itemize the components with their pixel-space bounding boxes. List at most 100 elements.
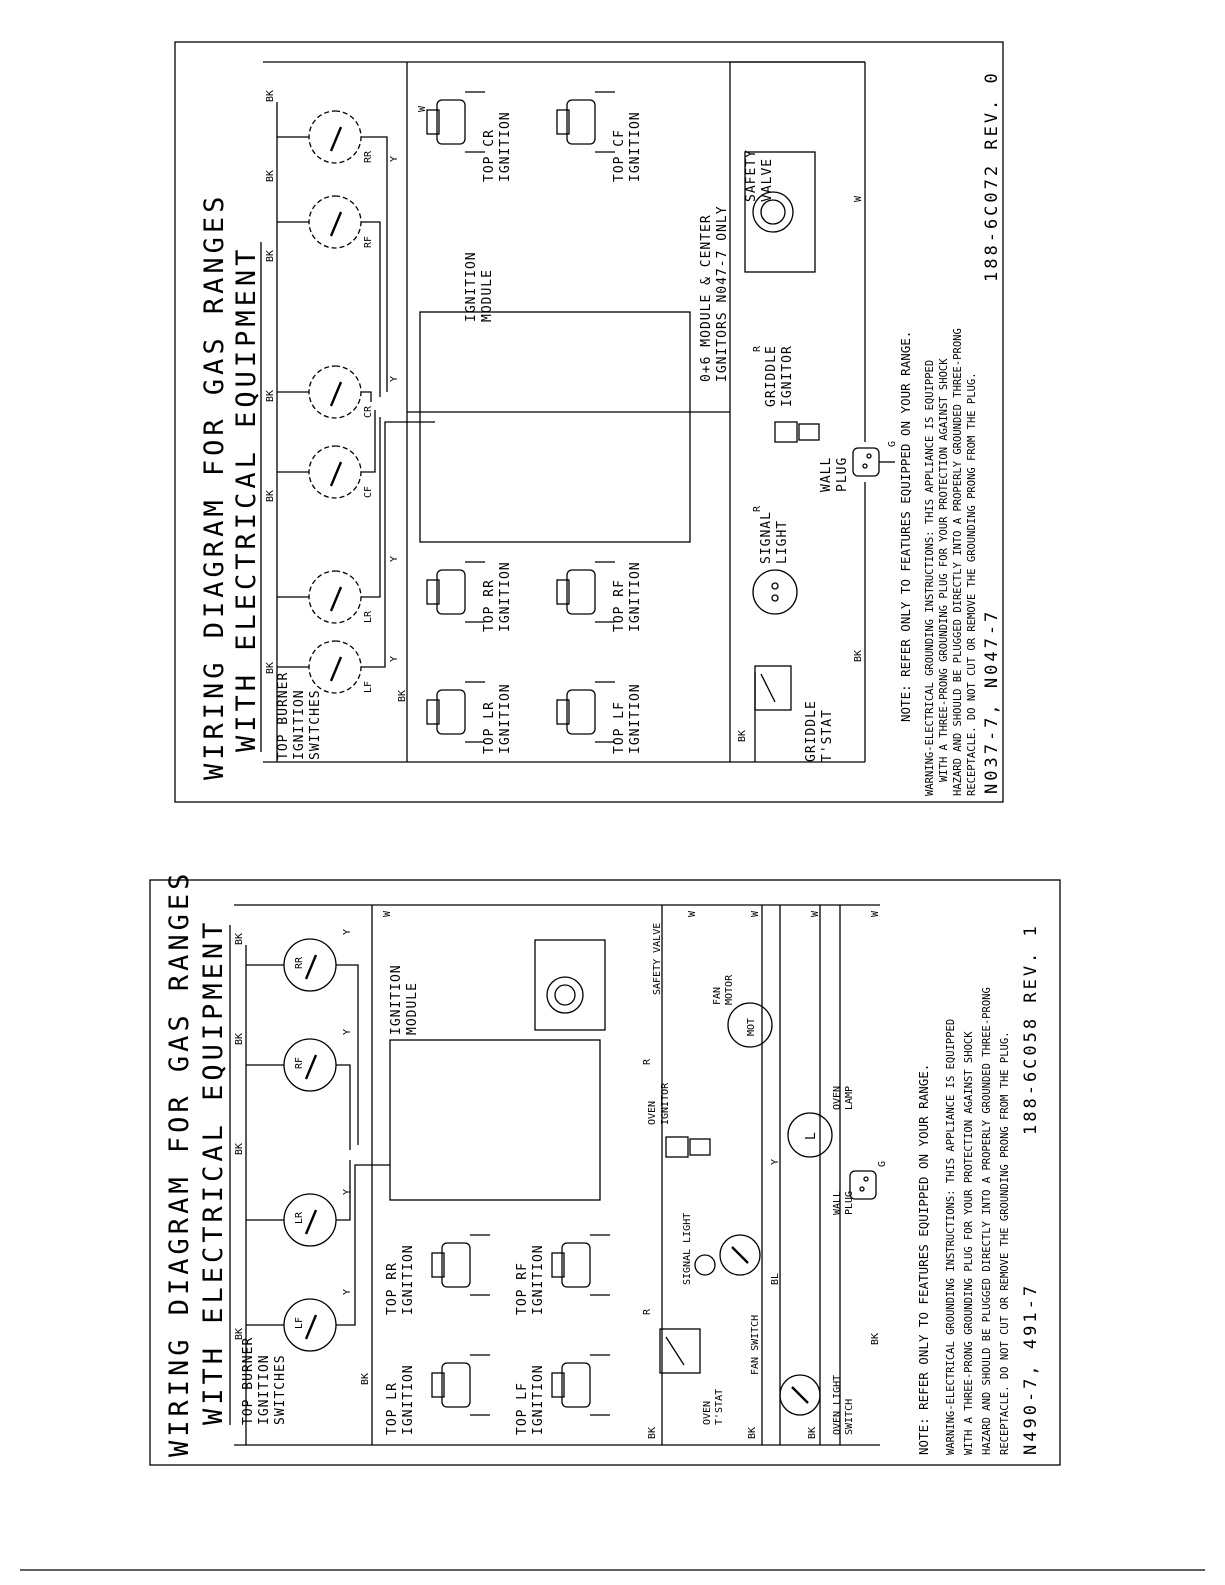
top-title-line1: WIRING DIAGRAM FOR GAS RANGES xyxy=(199,193,230,780)
bottom-ign-rr-name: TOP RR xyxy=(385,1262,400,1315)
bottom-part-code: 188-6C058 REV. 1 xyxy=(1021,923,1041,1135)
bottom-switches-label-2: IGNITION xyxy=(257,1354,272,1425)
top-ignition-electrodes xyxy=(426,91,615,743)
bottom-wire-w-4: W xyxy=(810,910,821,917)
top-wire-y-3: Y xyxy=(389,376,400,382)
top-wall-plug xyxy=(852,447,895,477)
top-ign-cr-sub: IGNITION xyxy=(498,111,513,182)
top-wire-bk-7: BK xyxy=(397,690,408,702)
bottom-oven-light-switch xyxy=(779,1374,821,1416)
bottom-wire-bk-8: BK xyxy=(807,1427,818,1439)
top-title-line2: WITH ELECTRICAL EQUIPMENT xyxy=(231,246,262,752)
bottom-oven-ignitor-label-1: OVEN xyxy=(647,1101,658,1125)
bottom-signal-light xyxy=(694,1254,716,1276)
bottom-oven-lamp-label-1: OVEN xyxy=(832,1086,843,1110)
top-wire-w-2: W xyxy=(853,195,864,202)
bottom-ign-rf-name: TOP RF xyxy=(515,1262,530,1315)
bottom-burner-switches: LF LR RF RR xyxy=(246,938,337,1352)
bottom-warning-line2: WITH A THREE-PRONG GROUNDING PLUG FOR YO… xyxy=(963,1031,975,1455)
bottom-wire-r-2: R xyxy=(642,1058,653,1065)
top-ign-lr-name: TOP LR xyxy=(482,701,497,754)
bottom-signal-light-label: SIGNAL LIGHT xyxy=(682,1213,693,1285)
svg-text:LR: LR xyxy=(363,610,374,623)
top-griddle-ignitor xyxy=(774,421,820,443)
bottom-ign-lr-sub: IGNITION xyxy=(401,1364,416,1435)
bottom-diagram-border xyxy=(149,879,1061,1466)
top-ign-lf-sub: IGNITION xyxy=(628,683,643,754)
svg-text:RF: RF xyxy=(363,236,374,248)
bottom-burner-rr: RR xyxy=(246,938,337,992)
top-switches-label-3: SWITCHES xyxy=(308,689,323,760)
top-burner-switches: LF LR CF CR xyxy=(277,110,374,694)
bottom-wire-bk-9: BK xyxy=(870,1333,881,1345)
bottom-ignition-module: IGNITION MODULE xyxy=(389,964,601,1201)
bottom-fan-motor: MOT xyxy=(727,1002,773,1048)
top-note: NOTE: REFER ONLY TO FEATURES EQUIPPED ON… xyxy=(898,331,913,722)
top-signal-light-label-1: SIGNAL xyxy=(759,511,774,564)
top-wall-plug-label-1: WALL xyxy=(819,457,834,492)
svg-text:RR: RR xyxy=(294,956,305,969)
top-part-code: 188-6C072 REV. 0 xyxy=(982,70,1002,282)
bottom-wire-bk-6: BK xyxy=(647,1427,658,1439)
bottom-wire-w-2: W xyxy=(687,910,698,917)
bottom-wire-bk-5: BK xyxy=(360,1373,371,1385)
top-ign-lf-name: TOP LF xyxy=(612,701,627,754)
bottom-switches-label-1: TOP BURNER xyxy=(241,1337,256,1425)
top-wire-bk-5: BK xyxy=(265,170,276,182)
top-wire-y-2: Y xyxy=(389,556,400,562)
top-wire-r-1: R xyxy=(752,505,763,512)
bottom-fan-switch xyxy=(719,1234,761,1276)
bottom-wire-bk-3: BK xyxy=(234,1033,245,1045)
svg-text:RR: RR xyxy=(363,150,374,163)
bottom-wire-y-1: Y xyxy=(342,1289,353,1295)
top-wire-bk-1: BK xyxy=(265,662,276,674)
bottom-lamp-symbol: L xyxy=(804,1131,819,1140)
bottom-model-code: N490-7, 491-7 xyxy=(1021,1283,1041,1455)
bottom-wire-bk-4: BK xyxy=(234,933,245,945)
bottom-warning-line1: WARNING-ELECTRICAL GROUNDING INSTRUCTION… xyxy=(945,1019,957,1455)
top-y-wires xyxy=(361,136,435,668)
top-module-label-1: IGNITION xyxy=(464,251,479,322)
bottom-wire-y-5: Y xyxy=(770,1159,781,1165)
top-griddle-ignitor-label-1: GRIDDLE xyxy=(764,345,779,407)
bottom-oven-ignitor xyxy=(665,1136,711,1158)
bottom-title-line1: WIRING DIAGRAM FOR GAS RANGES xyxy=(164,870,195,1457)
top-wire-bk-2: BK xyxy=(265,490,276,502)
bottom-burner-lr: LR xyxy=(246,1193,337,1247)
top-module-note-1: 0+6 MODULE & CENTER xyxy=(699,214,714,382)
bottom-note: NOTE: REFER ONLY TO FEATURES EQUIPPED ON… xyxy=(916,1064,931,1455)
bottom-wall-plug xyxy=(849,1170,877,1200)
bottom-oven-light-switch-label-1: OVEN LIGHT xyxy=(832,1375,843,1435)
bottom-wire-r-1: R xyxy=(642,1308,653,1315)
bottom-wire-w-5: W xyxy=(870,910,881,917)
top-wire-bk-3: BK xyxy=(265,390,276,402)
top-model-code: N037-7, N047-7 xyxy=(982,609,1002,794)
bottom-wall-plug-label-1: WALL xyxy=(832,1191,843,1215)
bottom-wire-bk-1: BK xyxy=(234,1328,245,1340)
top-wire-bk-6: BK xyxy=(265,90,276,102)
bottom-warning-line3: HAZARD AND SHOULD BE PLUGGED DIRECTLY IN… xyxy=(981,987,993,1455)
top-wall-plug-label-2: PLUG xyxy=(835,457,850,492)
bottom-ignition-electrodes xyxy=(431,1234,610,1416)
top-diagram-border xyxy=(174,41,1004,803)
top-wire-g: G xyxy=(887,441,898,447)
svg-text:CF: CF xyxy=(363,486,374,498)
bottom-wire-w-1: W xyxy=(382,910,393,917)
bottom-oven-light-switch-label-2: SWITCH xyxy=(844,1399,855,1435)
top-switches-label-1: TOP BURNER xyxy=(276,672,291,760)
top-wire-w-1: W xyxy=(417,105,428,112)
bottom-lower-wires xyxy=(779,905,841,1445)
top-warning-line1: WARNING-ELECTRICAL GROUNDING INSTRUCTION… xyxy=(924,360,936,796)
top-ign-rf-sub: IGNITION xyxy=(628,561,643,632)
top-ign-lr-sub: IGNITION xyxy=(498,683,513,754)
bottom-title-line2: WITH ELECTRICAL EQUIPMENT xyxy=(198,919,229,1425)
bottom-ign-lf-name: TOP LF xyxy=(515,1382,530,1435)
bottom-oven-tstat xyxy=(659,1328,701,1374)
bottom-fan-motor-label-1: FAN xyxy=(712,987,723,1005)
bottom-oven-lamp-label-2: LAMP xyxy=(844,1086,855,1110)
top-ign-cf-sub: IGNITION xyxy=(628,111,643,182)
bottom-oven-ignitor-label-2: IGNITOR xyxy=(660,1082,671,1125)
top-ign-rf-name: TOP RF xyxy=(612,579,627,632)
top-griddle-tstat xyxy=(754,665,792,711)
